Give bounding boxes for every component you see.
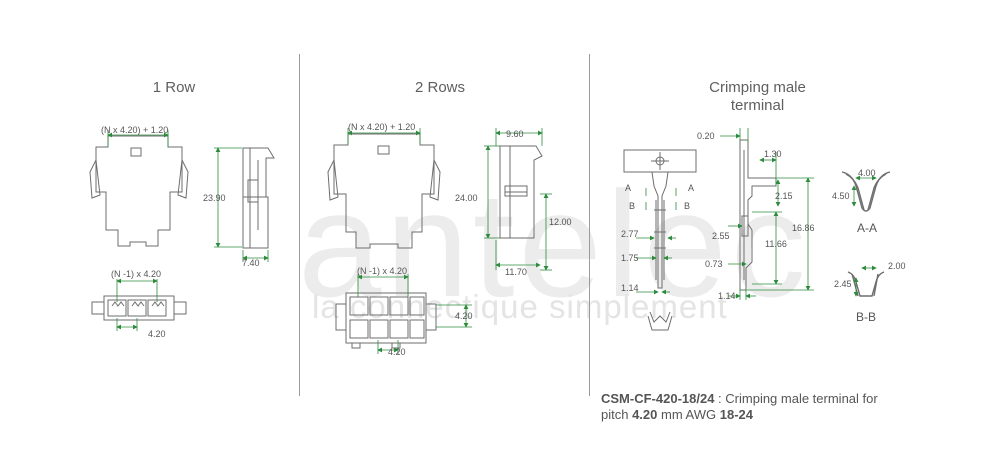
separator-left [299,54,300,396]
two-rows-pin-span-label: (N -1) x 4.20 [357,266,408,276]
crimp-114b-label: 1.14 [718,291,736,301]
two-rows-base-width-label: 11.70 [505,267,527,277]
crimp-section-bb [847,271,885,297]
crimp-175-label: 1.75 [621,253,639,263]
crimp-side-view [739,139,777,291]
caption-pitch: 4.20 [632,407,658,422]
crimp-section-b-left: B [629,201,636,211]
one-row-side-view [242,147,275,249]
one-row-dimensions [107,130,269,331]
title-1-row: 1 Row [152,79,196,96]
two-rows-top-width-label: (N x 4.20) + 1.20 [348,122,416,132]
two-rows-pitch-v-label: 4.20 [455,311,473,321]
crimp-215-label: 2.15 [775,191,793,201]
title-2-rows: 2 Rows [414,79,466,96]
one-row-front-view [89,135,189,247]
two-rows-side-view [499,145,543,239]
crimp-114a-label: 1.14 [621,283,639,293]
two-rows-height-label: 24.00 [455,193,478,203]
section-aa-450-label: 4.50 [832,191,850,201]
caption-text-2b: mm AWG [657,407,720,422]
crimp-section-a-left: A [625,183,632,193]
two-rows-dimensions [347,128,552,354]
caption-text-2a: pitch [601,407,633,422]
crimp-130-label: 1.30 [764,149,782,159]
one-row-pin-span-label: (N -1) x 4.20 [111,269,162,279]
two-rows-bottom-view [335,292,437,349]
crimp-front-view [623,149,697,331]
two-rows-inner-height-label: 12.00 [549,217,572,227]
caption-text-1: : Crimping male terminal for [714,391,878,406]
two-rows-side-width-label: 9.60 [506,129,524,139]
two-rows-front-view [327,133,441,249]
crimp-020-label: 0.20 [697,131,715,141]
section-aa-title: A-A [857,221,878,235]
crimp-1166-label: 11.66 [765,239,787,249]
crimp-073-label: 0.73 [705,259,723,269]
crimp-255-label: 2.55 [712,231,730,241]
crimp-section-a-right: A [688,183,695,193]
one-row-side-width-label: 7.40 [242,258,260,268]
title-crimping-male-terminal: Crimping male terminal [709,79,806,114]
one-row-top-width-label: (N x 4.20) + 1.20 [101,125,169,135]
section-bb-245-label: 2.45 [834,279,852,289]
crimp-277-label: 2.77 [621,229,639,239]
caption-awg: 18-24 [719,407,753,422]
crimp-1686-label: 16.86 [792,223,815,233]
crimp-dimensions [636,128,877,300]
section-bb-title: B-B [856,310,877,324]
separator-right [589,54,590,396]
one-row-height-label: 23.90 [203,193,226,203]
one-row-bottom-view [91,295,187,321]
section-aa-400-label: 4.00 [858,168,876,178]
two-rows-pitch-h-label: 4.20 [388,347,406,357]
crimp-section-b-right: B [684,201,691,211]
crimp-section-aa [841,171,891,212]
caption-code: CSM-CF-420-18/24 [601,391,715,406]
one-row-pitch-label: 4.20 [148,329,166,339]
product-caption: CSM-CF-420-18/24 : Crimping male termina… [601,391,931,423]
section-bb-200-label: 2.00 [888,261,906,271]
